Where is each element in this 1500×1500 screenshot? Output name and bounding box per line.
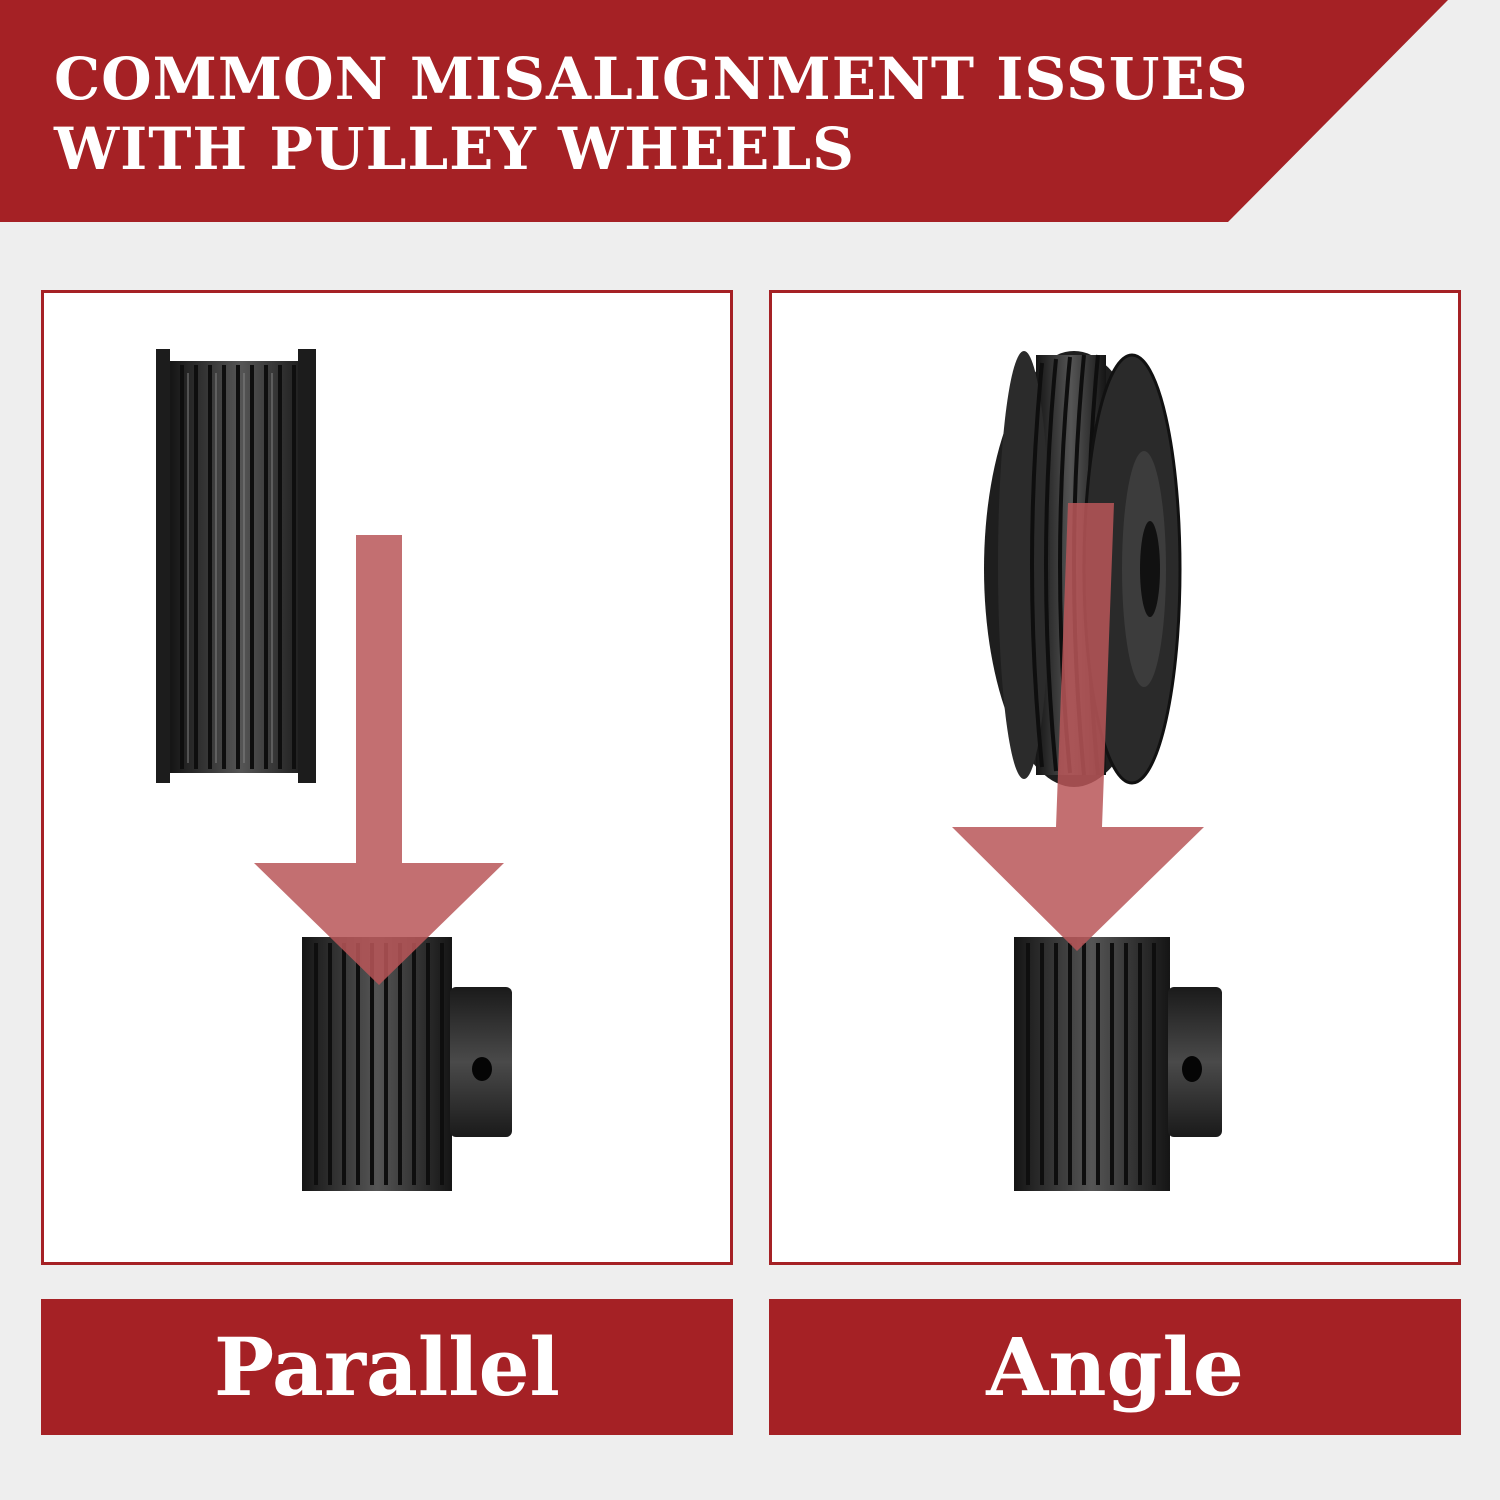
small-pulley-icon bbox=[302, 937, 512, 1191]
small-pulley-icon bbox=[1014, 937, 1222, 1191]
page-title: COMMON MISALIGNMENT ISSUES WITH PULLEY W… bbox=[54, 44, 1249, 184]
label-parallel: Parallel bbox=[41, 1299, 733, 1435]
title-line-1: COMMON MISALIGNMENT ISSUES bbox=[54, 45, 1249, 113]
arrow-down-icon bbox=[254, 535, 504, 985]
header-banner: COMMON MISALIGNMENT ISSUES WITH PULLEY W… bbox=[0, 0, 1500, 230]
banner-shape bbox=[0, 0, 1448, 222]
large-pulley-icon bbox=[156, 349, 316, 783]
panel-parallel bbox=[41, 290, 733, 1265]
panel-angle bbox=[769, 290, 1461, 1265]
title-line-2: WITH PULLEY WHEELS bbox=[54, 115, 855, 183]
arrow-down-icon bbox=[952, 503, 1204, 951]
label-angle: Angle bbox=[769, 1299, 1461, 1435]
